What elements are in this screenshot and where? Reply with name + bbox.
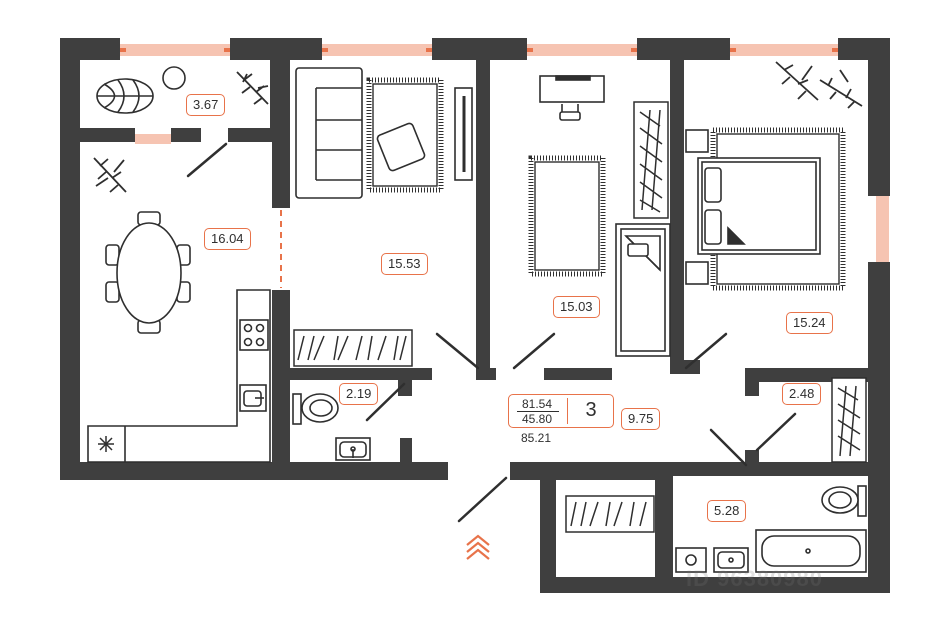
right-wardrobe — [831, 377, 867, 463]
total-area-value: 85.21 — [520, 431, 552, 445]
room-area-wc-left: 2.19 — [339, 383, 379, 405]
room-area-kitchen: 16.04 — [204, 228, 251, 250]
kitchen-counter — [87, 289, 271, 463]
summary-divider — [567, 398, 568, 424]
double-bed — [685, 127, 846, 291]
room-area-wardrobe: 2.48 — [782, 383, 822, 405]
room-area-balcony: 3.67 — [186, 94, 226, 116]
living-area-value: 81.54 — [521, 397, 553, 411]
area-summary-box: 81.54 45.80 3 — [508, 394, 614, 428]
living-rug — [366, 77, 444, 193]
fraction-line — [517, 411, 559, 412]
snowflake-icon — [98, 436, 114, 452]
room-area-bathroom: 5.28 — [707, 500, 747, 522]
middle-wardrobe — [633, 101, 669, 219]
entrance-chevrons-icon — [466, 534, 490, 560]
kitchen-area-value: 45.80 — [521, 412, 553, 426]
balcony-chair — [96, 66, 186, 114]
plant-icon — [93, 61, 863, 193]
desk — [539, 75, 605, 121]
bathroom-fixtures — [675, 485, 867, 573]
watermark: ID 96380980 — [686, 566, 823, 591]
window-accents — [120, 48, 838, 52]
hall-wardrobe — [565, 495, 655, 533]
walls — [60, 38, 890, 593]
door-swings — [186, 142, 797, 523]
sofa — [295, 67, 363, 199]
tv-stand — [454, 87, 473, 181]
room-area-bedroom-right: 15.24 — [786, 312, 833, 334]
windows — [120, 44, 889, 262]
room-area-bedroom-middle: 15.03 — [553, 296, 600, 318]
dining-table — [105, 211, 191, 334]
room-area-hall: 9.75 — [621, 408, 661, 430]
single-bed — [615, 223, 671, 357]
wc-left-fixtures — [292, 393, 371, 461]
living-wardrobe — [293, 329, 413, 367]
room-count: 3 — [585, 399, 597, 421]
middle-rug — [528, 155, 606, 277]
room-area-living: 15.53 — [381, 253, 428, 275]
